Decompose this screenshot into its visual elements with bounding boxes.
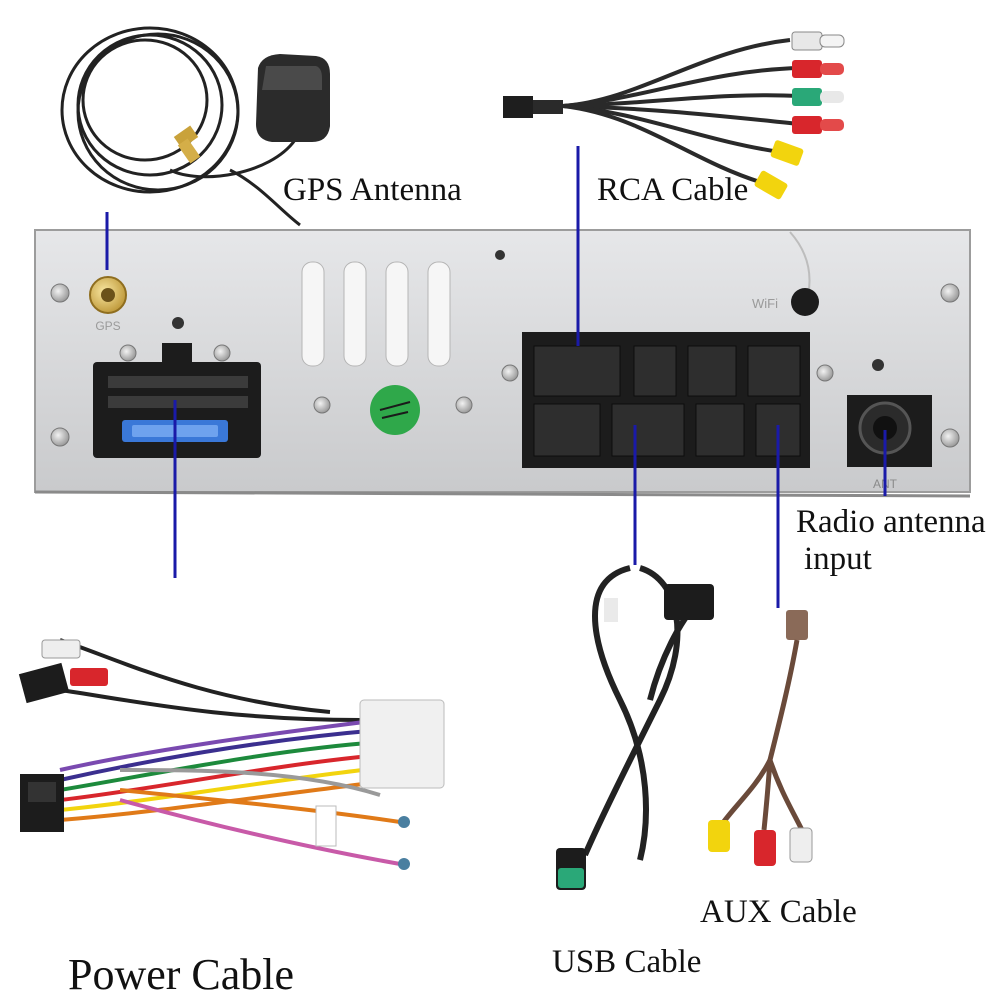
aux-cable-label: AUX Cable [700,894,857,930]
head-unit-back-panel: GPS WiFi [34,229,971,498]
power-cable-label: Power Cable [68,950,295,999]
rca-cable-label: RCA Cable [597,172,749,208]
gps-port-marking: GPS [95,319,120,333]
rca-cable-icon [503,31,845,200]
usb-cable-label: USB Cable [552,944,702,980]
wifi-port: WiFi [752,231,819,316]
usb-cable-icon [556,565,714,890]
panel-screw [50,283,960,448]
radio-antenna-label-line2: input [804,541,872,577]
aux-cable-icon [708,610,813,866]
wifi-port-marking: WiFi [752,296,778,311]
gps-antenna-label: GPS Antenna [283,172,462,208]
power-harness-icon [18,638,445,870]
inspection-sticker [370,385,420,435]
rca-usb-aux-port [522,332,810,468]
rca-plug [754,31,845,200]
gps-port: GPS [89,276,127,333]
radio-antenna-label-line1: Radio antenna [796,504,986,540]
gps-antenna-icon [60,26,330,227]
leader-lines [105,146,887,608]
radio-antenna-port: ANT [847,395,932,491]
power-connector-port [93,343,261,458]
